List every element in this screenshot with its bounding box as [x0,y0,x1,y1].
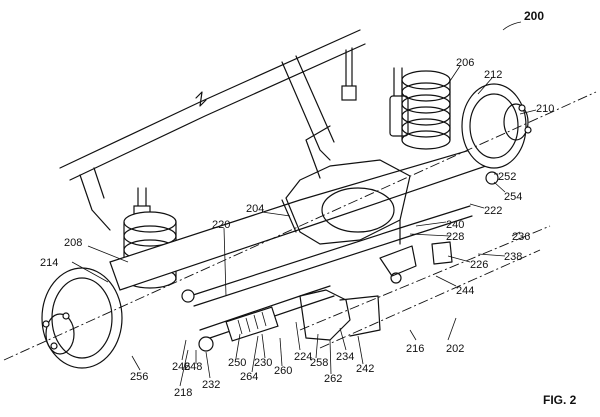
ref-260: 260 [274,365,292,377]
wheel-hubs [41,83,532,369]
ref-248: 248 [184,361,202,373]
ref-250: 250 [228,357,246,369]
ref-240: 240 [446,219,464,231]
ref-224: 224 [294,351,312,363]
leader-lines [71,21,537,387]
ref-220: 220 [212,219,230,231]
ref-230: 230 [254,357,272,369]
ref-236: 236 [512,231,530,243]
ref-222: 222 [484,205,502,217]
ref-232: 232 [202,379,220,391]
ref-210: 210 [536,103,554,115]
ref-238: 238 [504,251,522,263]
figure-caption: FIG. 2 [543,393,577,407]
ref-246: 246 [172,361,190,373]
ref-262: 262 [324,373,342,385]
ref-252: 252 [498,171,516,183]
ref-214: 214 [40,257,58,269]
ref-258: 258 [310,357,328,369]
ref-242: 242 [356,363,374,375]
ref-234: 234 [336,351,354,363]
ref-218: 218 [174,387,192,399]
axis-lines [3,91,597,361]
ref-212: 212 [484,69,502,81]
ref-256: 256 [130,371,148,383]
ref-204: 204 [246,203,264,215]
ref-202: 202 [446,343,464,355]
steering-linkage [181,171,499,352]
ref-200: 200 [524,9,544,23]
ref-206: 206 [456,57,474,69]
ref-254: 254 [504,191,522,203]
ref-226: 226 [470,259,488,271]
vehicle-frame [59,29,366,231]
ref-228: 228 [446,231,464,243]
ref-216: 216 [406,343,424,355]
ref-244: 244 [456,285,474,297]
reference-numerals: 200 202 204 206 208 210 212 214 216 218 … [40,9,577,407]
ref-208: 208 [64,237,82,249]
ref-264: 264 [240,371,258,383]
axle-housing [109,125,488,291]
